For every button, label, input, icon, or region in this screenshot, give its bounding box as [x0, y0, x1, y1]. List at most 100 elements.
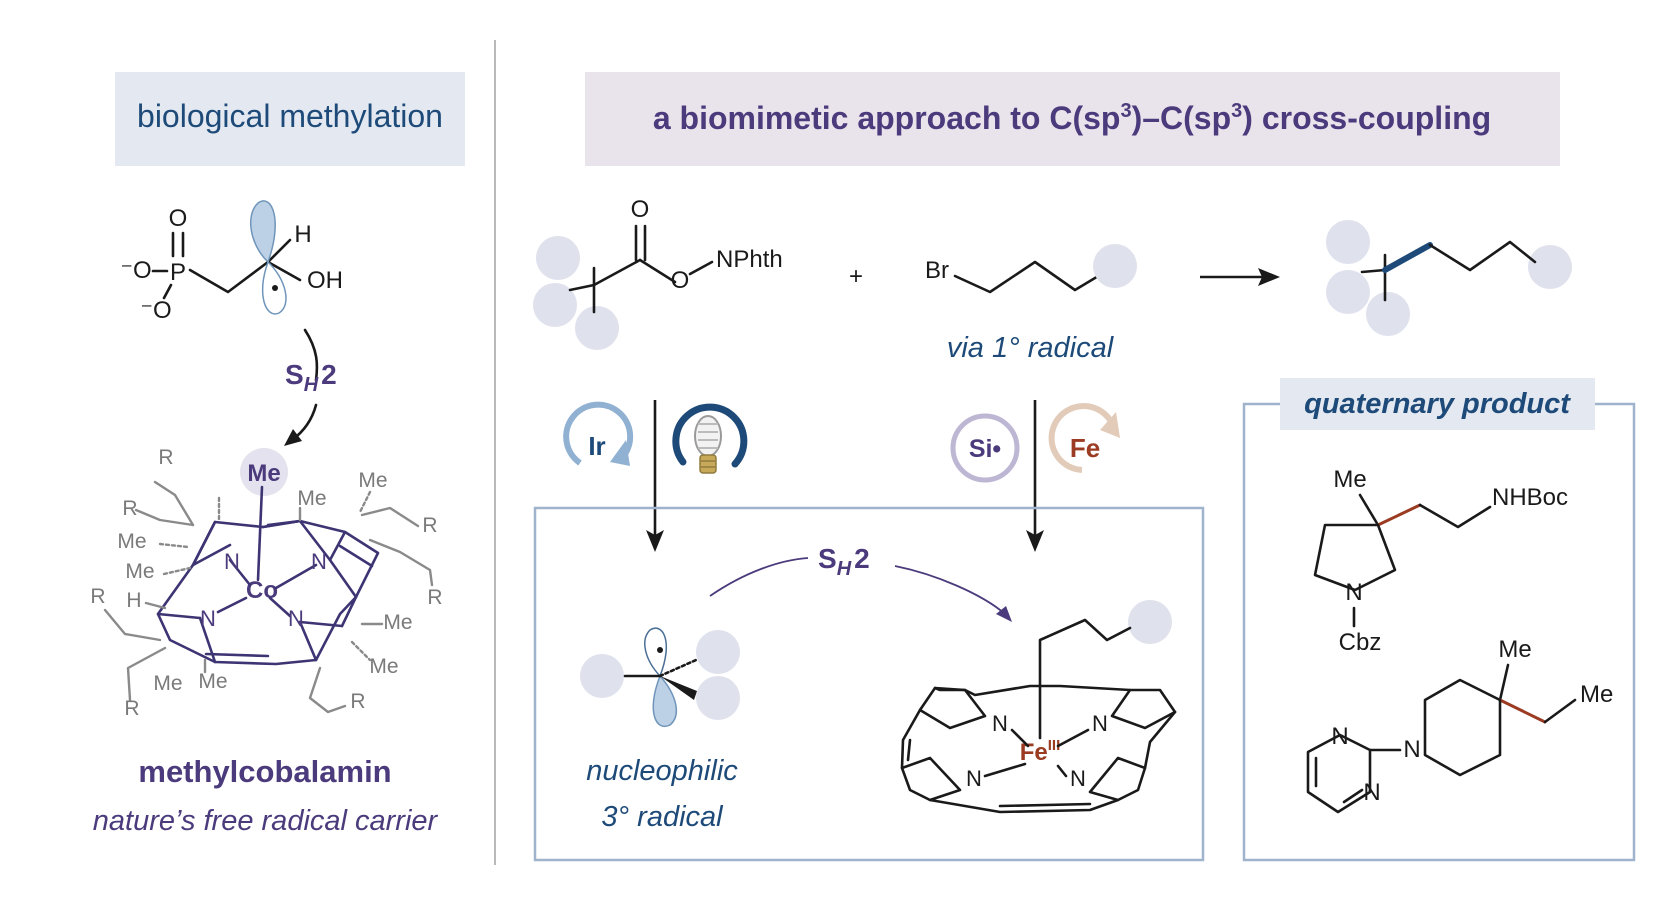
- p1-nhboc: NHBoc: [1492, 484, 1568, 511]
- porphyrin-fe: FeIII: [1020, 737, 1061, 766]
- p2-me-right: Me: [1580, 681, 1613, 708]
- sub-r-2: R: [122, 497, 137, 520]
- sub-me-7: Me: [383, 611, 412, 634]
- porphyrin-n-1: N: [992, 711, 1008, 736]
- left-header-bg: [115, 72, 465, 166]
- ester-sub-3: [575, 306, 619, 350]
- fe-label: Fe: [1070, 433, 1100, 463]
- sub-h: H: [126, 589, 141, 612]
- sub-me-6: Me: [358, 469, 387, 492]
- product-sub-1: [1326, 220, 1370, 264]
- product-box: [1242, 402, 1636, 862]
- porphyrin-n-3: N: [966, 766, 982, 791]
- ester-sub-1: [536, 236, 580, 280]
- product-piperidine: Me Me N N N: [1306, 636, 1613, 814]
- product-box-title-bg: [1280, 378, 1595, 430]
- sub-me-1: Me: [117, 530, 146, 553]
- redox-active-ester: O O NPhth: [533, 196, 783, 350]
- product-sub-3: [1366, 292, 1410, 336]
- methylcobalamin-name: methylcobalamin: [138, 754, 391, 789]
- p1-me: Me: [1333, 466, 1366, 493]
- p-orbital-top: [250, 200, 276, 264]
- ester-o: O: [671, 267, 690, 294]
- coupled-product: [1326, 220, 1572, 336]
- radical-dot: [272, 285, 278, 291]
- sub-r-6: R: [427, 586, 442, 609]
- left-header: biological methylation: [115, 72, 465, 166]
- plus-sign: +: [849, 263, 863, 290]
- sub-me-5: Me: [297, 487, 326, 510]
- atom-n-1: N: [224, 549, 240, 574]
- radical-sub-3: [696, 676, 740, 720]
- left-header-text: biological methylation: [137, 98, 443, 134]
- bromide-br: Br: [925, 257, 949, 284]
- atom-h: H: [294, 221, 311, 248]
- p1-n: N: [1345, 579, 1362, 606]
- iron-porphyrin: FeIII N N N N: [900, 600, 1177, 814]
- ester-nphth: NPhth: [716, 246, 783, 273]
- bromide-sub: [1093, 244, 1137, 288]
- atom-oh: OH: [307, 267, 343, 294]
- sub-r-3: R: [90, 585, 105, 608]
- phosphonate-reagent: O P ⁻O ⁻O H OH: [120, 200, 343, 324]
- right-header-bg: [585, 72, 1560, 166]
- radical-caption-2: 3° radical: [601, 801, 724, 833]
- radical-sub-2: [696, 630, 740, 674]
- atom-o-minus-bottom: ⁻O: [140, 297, 171, 324]
- p2-n-pyrimidine-1: N: [1331, 723, 1348, 750]
- sub-me-3: Me: [153, 672, 182, 695]
- ir-label: Ir: [588, 431, 605, 461]
- left-down-arrow: [646, 400, 664, 552]
- atom-n-2: N: [311, 549, 327, 574]
- sub-r-5: R: [422, 514, 437, 537]
- light-bulb-icon: [672, 403, 748, 474]
- p2-me-top: Me: [1498, 636, 1531, 663]
- sub-me-2: Me: [125, 560, 154, 583]
- methylcobalamin-structure: Me Co N N N N R R Me Me H: [90, 446, 442, 720]
- atom-o-top: O: [169, 205, 188, 232]
- alkyl-bromide: Br: [925, 244, 1137, 294]
- p2-n-pyrimidine-2: N: [1363, 779, 1380, 806]
- atom-n-3: N: [200, 606, 216, 631]
- ester-sub-2: [533, 283, 577, 327]
- right-header-text: a biomimetic approach to C(sp3)–C(sp3) c…: [653, 100, 1491, 136]
- sub-r-7: R: [350, 690, 365, 713]
- sub-me-4: Me: [198, 670, 227, 693]
- si-radical-icon: Si•: [950, 413, 1020, 483]
- porphyrin-n-2: N: [1092, 711, 1108, 736]
- porphyrin-n-4: N: [1070, 766, 1086, 791]
- sub-r-4: R: [124, 697, 139, 720]
- fe-catalyst-icon: Fe: [1048, 403, 1120, 473]
- product-box-title: quaternary product: [1304, 388, 1571, 420]
- radical-note: via 1° radical: [947, 332, 1115, 364]
- radical-sub-1: [580, 654, 624, 698]
- product-pyrrolidine: Me NHBoc N Cbz: [1313, 466, 1568, 656]
- sub-me-8: Me: [369, 655, 398, 678]
- tertiary-radical: [580, 627, 740, 728]
- radical-caption-1: nucleophilic: [586, 755, 738, 787]
- right-down-arrow: [1026, 400, 1044, 552]
- atom-n-4: N: [288, 606, 304, 631]
- p1-cbz: Cbz: [1339, 629, 1382, 656]
- methylcobalamin-caption: nature’s free radical carrier: [93, 805, 439, 837]
- mechanism-box: [533, 506, 1205, 862]
- sub-r-1: R: [158, 446, 173, 469]
- si-label: Si•: [969, 435, 1001, 463]
- ir-catalyst-icon: Ir: [563, 401, 634, 466]
- reaction-arrow: [1200, 268, 1280, 286]
- atom-p: P: [170, 259, 186, 286]
- p2-n-piperidine: N: [1403, 736, 1420, 763]
- methyl-highlight: [240, 448, 288, 496]
- atom-me-cobalamin: Me: [247, 460, 280, 487]
- ester-o-carbonyl: O: [631, 196, 650, 223]
- product-sub-4: [1528, 245, 1572, 289]
- right-header: a biomimetic approach to C(sp3)–C(sp3) c…: [585, 72, 1560, 166]
- porphyrin-sub: [1128, 600, 1172, 644]
- product-sub-2: [1326, 270, 1370, 314]
- atom-o-minus-left: ⁻O: [120, 257, 151, 284]
